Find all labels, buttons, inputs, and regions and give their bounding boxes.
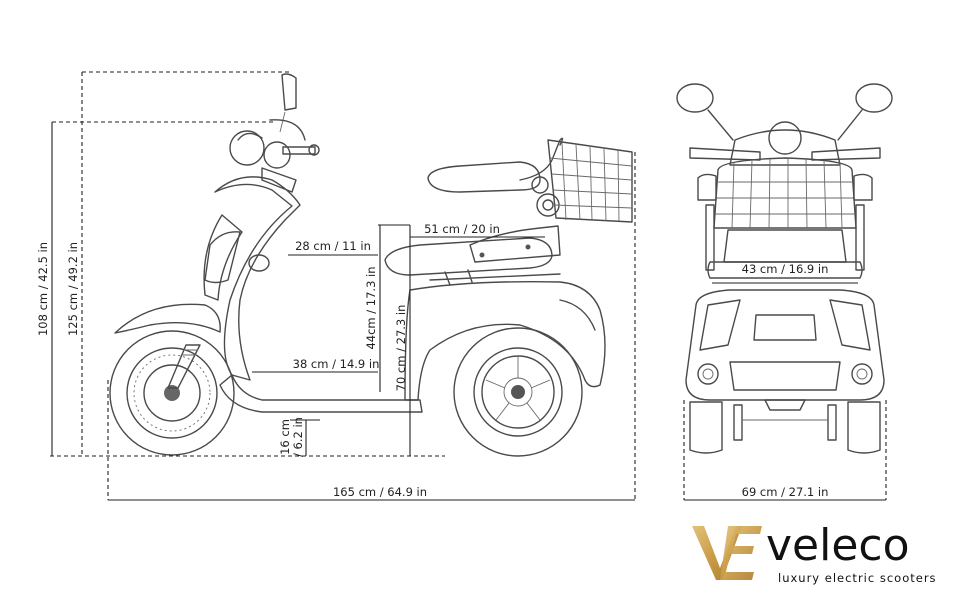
- seat-depth-label: 28 cm / 11 in: [295, 239, 371, 253]
- seat-height-label: 70 cm / 27.3 in: [394, 305, 408, 392]
- backrest-depth-label: 51 cm / 20 in: [424, 222, 500, 236]
- armrest: [427, 161, 541, 193]
- front-view-body: [685, 289, 885, 401]
- ground-clearance-label-2: / 6.2 in: [291, 417, 305, 457]
- rear-wheel: [453, 327, 583, 457]
- ground-clearance-label-1: 16 cm: [278, 419, 292, 455]
- floorboard: [219, 374, 423, 413]
- rear-basket: [547, 139, 633, 223]
- front-body: [214, 176, 301, 381]
- front-view-scooter: [676, 83, 893, 454]
- total-width-label: 69 cm / 27.1 in: [742, 485, 829, 499]
- floor-length-label: 38 cm / 14.9 in: [293, 357, 380, 371]
- side-view-scooter: [109, 73, 633, 457]
- handlebar-assembly: [229, 73, 320, 193]
- seat-to-floor-label: 44cm / 17.3 in: [364, 266, 378, 349]
- brand-tagline: luxury electric scooters: [778, 571, 937, 585]
- rear-body: [404, 280, 606, 401]
- front-fender: [114, 303, 221, 334]
- front-dimension-lines: [683, 282, 887, 501]
- seat-width-label: 43 cm / 16.9 in: [742, 262, 829, 276]
- height-total-label: 125 cm / 49.2 in: [66, 242, 80, 336]
- ve-monogram-icon: [692, 526, 762, 580]
- side-dimension-lines: [50, 71, 636, 501]
- total-length-label: 165 cm / 64.9 in: [333, 485, 427, 499]
- veleco-logo: veleco luxury electric scooters: [690, 520, 950, 590]
- front-wheel: [109, 330, 235, 456]
- brand-name: veleco: [766, 520, 910, 571]
- height-mirror-label: 108 cm / 42.5 in: [36, 242, 50, 336]
